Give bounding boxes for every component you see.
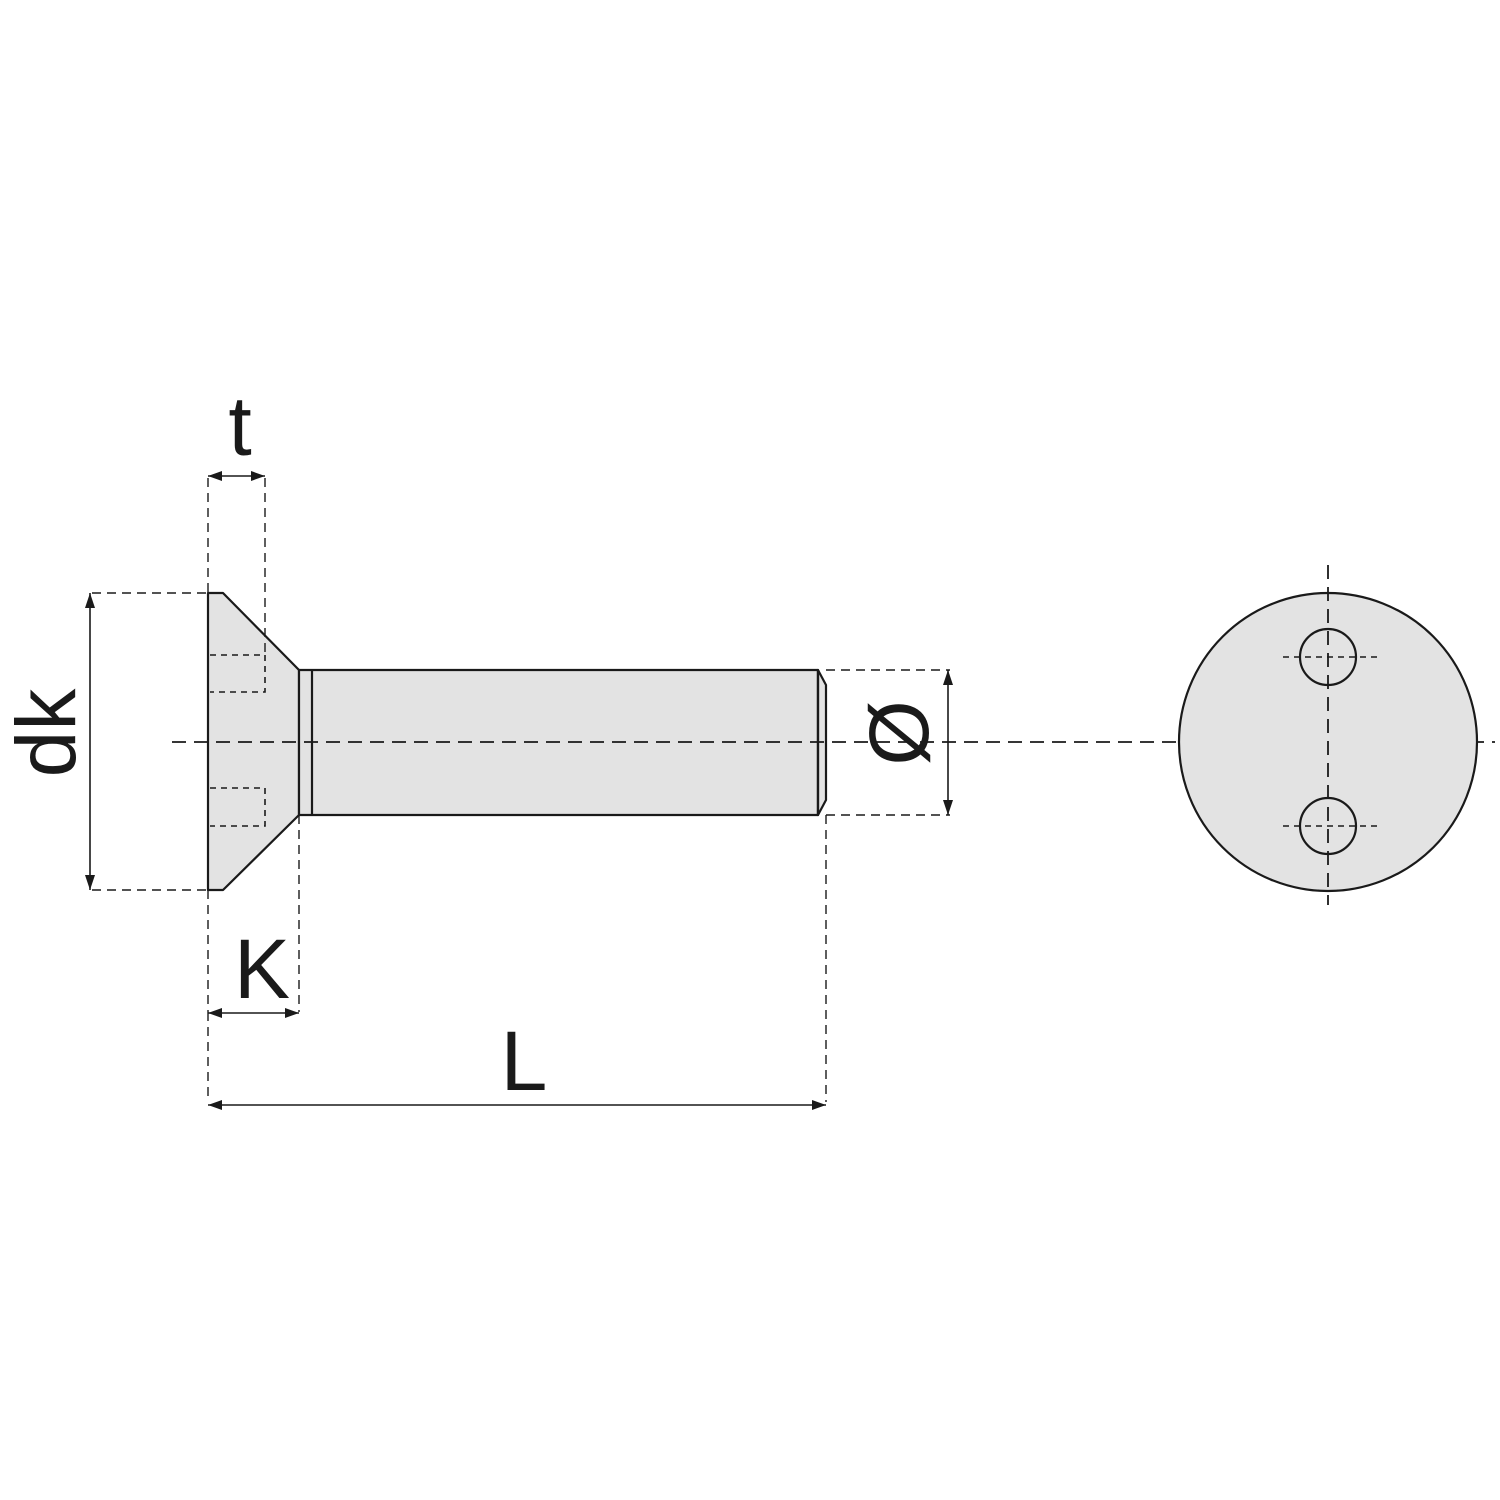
k-arrow-right [285, 1008, 299, 1018]
hidden-hole-lower [210, 787, 266, 827]
t-label: t [228, 379, 251, 473]
diameter-arrow-bottom [943, 800, 953, 815]
diameter-label: Ø [852, 700, 946, 765]
screw-end-view [1177, 565, 1479, 905]
dimension-t: t [207, 379, 266, 655]
dk-arrow-top [85, 593, 95, 608]
hidden-hole-upper [210, 654, 266, 693]
l-arrow-right [812, 1100, 826, 1110]
t-arrow-right [251, 471, 265, 481]
dk-label: dk [0, 688, 93, 778]
dk-arrow-bottom [85, 875, 95, 890]
diameter-arrow-top [943, 670, 953, 685]
l-arrow-left [208, 1100, 222, 1110]
t-arrow-left [208, 471, 222, 481]
k-arrow-left [208, 1008, 222, 1018]
dimension-l: L [207, 815, 827, 1110]
dimension-k: K [207, 815, 300, 1018]
k-label: K [234, 922, 290, 1016]
dimension-dk: dk [0, 592, 208, 891]
dimension-diameter: Ø [826, 669, 953, 816]
l-label: L [501, 1014, 548, 1108]
